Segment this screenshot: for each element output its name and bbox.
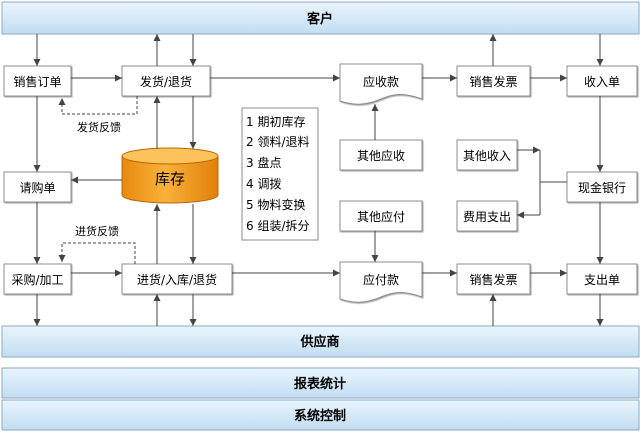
sales-invoice-box: 销售发票 (456, 65, 531, 97)
inventory-cylinder: 库存 (121, 147, 219, 204)
payable-document: 应付款 (339, 261, 423, 303)
inventory-operations-list: 1 期初库存 2 领料/退料 3 盘点 4 调拨 5 物料变换 6 组装/拆分 (241, 107, 319, 241)
system-bar: 系统控制 (1, 399, 640, 431)
inventory-op-item: 4 调拨 (246, 177, 281, 191)
receivable-document: 应收款 (339, 63, 423, 105)
sales-invoice-label: 销售发票 (469, 74, 517, 89)
purchase-invoice-label: 销售发票 (469, 272, 517, 287)
ship-return-box: 发货/退货 (121, 65, 211, 97)
payable-label: 应付款 (363, 272, 399, 287)
purchase-process-box: 采购/加工 (3, 263, 72, 295)
cash-bank-label: 现金银行 (578, 180, 626, 195)
purchase-process-label: 采购/加工 (11, 272, 63, 287)
shipping-feedback-arrow (58, 96, 138, 115)
inventory-op-item: 5 物料变换 (246, 197, 305, 212)
expense-label: 费用支出 (463, 210, 511, 224)
income-doc-box: 收入单 (566, 65, 638, 97)
income-doc-label: 收入单 (584, 75, 620, 89)
supplier-bar: 供应商 (1, 325, 640, 358)
ship-return-label: 发货/退货 (140, 74, 192, 89)
inventory-label: 库存 (155, 170, 185, 188)
other-receivable-label: 其他应收 (357, 148, 405, 163)
inventory-op-item: 6 组装/拆分 (246, 218, 310, 233)
other-payable-box: 其他应付 (339, 200, 423, 232)
supplier-label: 供应商 (299, 334, 339, 350)
inventory-op-item: 2 领料/退料 (246, 135, 310, 149)
shipping-feedback-label: 发货反馈 (77, 120, 121, 134)
receiving-feedback-label: 进货反馈 (75, 224, 119, 238)
sales-order-label: 销售订单 (13, 74, 61, 89)
customer-label: 客户 (307, 11, 333, 27)
reports-label: 报表统计 (294, 376, 346, 392)
purchase-request-label: 请购单 (19, 180, 55, 195)
receive-return-box: 进货/入库/退货 (121, 263, 233, 295)
payment-doc-box: 支出单 (566, 263, 638, 295)
system-label: 系统控制 (294, 408, 346, 424)
purchase-invoice-box: 销售发票 (456, 263, 531, 295)
cash-bank-box: 现金银行 (566, 171, 638, 203)
expense-box: 费用支出 (456, 200, 518, 232)
receive-return-label: 进货/入库/退货 (137, 272, 217, 287)
receiving-feedback-arrow (58, 242, 136, 264)
sales-order-box: 销售订单 (3, 65, 72, 97)
payment-doc-label: 支出单 (584, 273, 620, 287)
inventory-op-item: 1 期初库存 (246, 114, 305, 129)
other-income-label: 其他收入 (463, 149, 511, 163)
other-receivable-box: 其他应收 (339, 139, 423, 171)
other-income-box: 其他收入 (456, 139, 518, 171)
reports-bar: 报表统计 (1, 367, 640, 399)
other-payable-label: 其他应付 (357, 209, 405, 224)
customer-bar: 客户 (1, 1, 640, 35)
purchase-request-box: 请购单 (3, 171, 72, 203)
receivable-label: 应收款 (363, 74, 399, 89)
inventory-op-item: 3 盘点 (246, 155, 281, 170)
